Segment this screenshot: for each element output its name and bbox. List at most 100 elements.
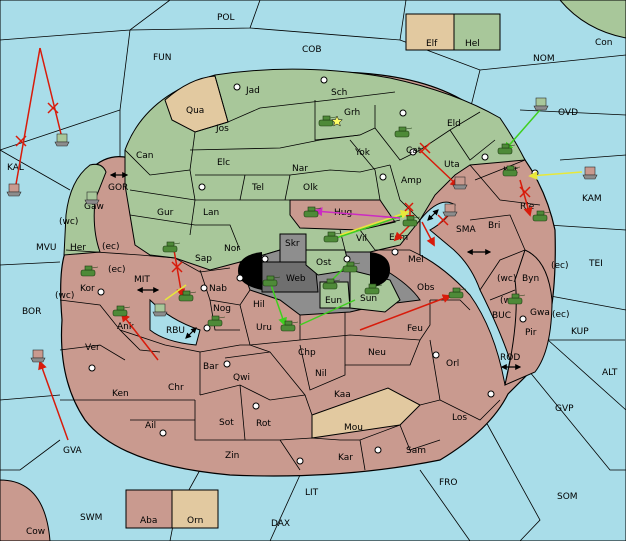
tank-icon xyxy=(207,315,226,327)
label-cat: Cat xyxy=(406,146,422,156)
label-skr: Skr xyxy=(285,239,300,249)
label-olk: Olk xyxy=(303,183,319,193)
label-mvu: MVU xyxy=(36,243,57,253)
label-rbu: RBU xyxy=(166,326,185,336)
label-obs: Obs xyxy=(417,283,435,293)
label-rod: ROD xyxy=(500,353,520,363)
coast-byn-wc: (wc) xyxy=(497,274,516,284)
ship-icon xyxy=(84,191,100,205)
label-ovd: OVD xyxy=(558,108,578,118)
coast-kor-wc: (wc) xyxy=(55,291,74,301)
label-mou: Mou xyxy=(344,423,363,433)
red-labels: Rie Bri Byn Mel Kor Nab Obs Gwa Pir Hil … xyxy=(26,202,550,537)
label-sun: Sun xyxy=(360,294,377,304)
label-nab: Nab xyxy=(209,284,227,294)
label-nar: Nar xyxy=(292,164,308,174)
land-hel[interactable] xyxy=(453,13,501,51)
label-bar: Bar xyxy=(203,362,219,372)
tank-icon xyxy=(402,215,421,227)
impassable-west xyxy=(238,252,262,290)
label-jos: Jos xyxy=(215,124,229,134)
ship-icon xyxy=(30,349,46,363)
tank-icon xyxy=(394,126,413,138)
land-mou[interactable] xyxy=(311,387,421,439)
tank-icon xyxy=(448,287,467,299)
label-can: Can xyxy=(136,151,154,161)
tank-icon xyxy=(262,275,281,287)
ship-icon xyxy=(582,166,598,180)
label-chp: Chp xyxy=(298,348,316,358)
label-ail: Ail xyxy=(145,421,156,431)
tank-icon xyxy=(532,210,551,222)
label-ost: Ost xyxy=(316,258,332,268)
label-con: Con xyxy=(595,38,613,48)
label-alt: ALT xyxy=(602,368,618,378)
label-amp: Amp xyxy=(401,176,422,186)
land-elf[interactable] xyxy=(405,13,455,51)
star-icon xyxy=(331,115,343,127)
label-fro: FRO xyxy=(439,478,458,488)
label-bor: BOR xyxy=(22,307,41,317)
label-uru: Uru xyxy=(256,323,272,333)
label-byn: Byn xyxy=(522,274,539,284)
tank-icon xyxy=(364,283,383,295)
land-orn[interactable] xyxy=(171,489,219,529)
label-tei: TEI xyxy=(588,259,603,269)
tank-icon xyxy=(178,290,197,302)
label-ver: Ver xyxy=(85,343,100,353)
west-peninsula-green xyxy=(63,163,107,256)
failure-marks xyxy=(15,102,531,273)
tank-icon xyxy=(497,143,516,155)
label-tel: Tel xyxy=(251,183,264,193)
label-qwi: Qwi xyxy=(233,373,250,383)
land-aba[interactable] xyxy=(125,489,173,529)
coast-her-wc: (wc) xyxy=(59,217,78,227)
tank-icon xyxy=(80,265,99,277)
label-ken: Ken xyxy=(112,389,129,399)
label-pir: Pir xyxy=(525,328,537,338)
label-hel: Hel xyxy=(465,39,480,49)
label-nom: NOM xyxy=(533,54,555,64)
label-kar: Kar xyxy=(338,453,353,463)
label-los: Los xyxy=(452,413,467,423)
label-sma: SMA xyxy=(456,225,476,235)
label-chr: Chr xyxy=(168,383,184,393)
label-nog: Nog xyxy=(213,304,231,314)
label-kaa: Kaa xyxy=(334,390,351,400)
label-sot: Sot xyxy=(219,418,234,428)
land-skr[interactable] xyxy=(279,233,307,263)
label-grh: Grh xyxy=(344,108,360,118)
label-cow: Cow xyxy=(26,527,45,537)
label-web: Web xyxy=(286,274,306,284)
label-cob: COB xyxy=(302,45,322,55)
order-arrows xyxy=(14,47,583,441)
passage-arrows xyxy=(109,172,522,370)
ship-icon xyxy=(152,303,168,317)
tan-labels: Qua Mou Orn Elf Con xyxy=(186,38,613,526)
label-esm: Esm xyxy=(389,233,408,243)
coast-gwa-ec: (ec) xyxy=(552,310,570,320)
label-orn: Orn xyxy=(187,516,203,526)
label-sap: Sap xyxy=(195,254,212,264)
label-fun: FUN xyxy=(153,53,172,63)
label-yok: Yok xyxy=(354,148,371,158)
impassable-east xyxy=(370,252,390,288)
label-nil: Nil xyxy=(315,369,327,379)
label-qua: Qua xyxy=(186,106,204,116)
tank-icon xyxy=(162,241,181,253)
label-buc: BUC xyxy=(492,311,511,321)
tank-icon xyxy=(322,278,341,290)
label-mit: MIT xyxy=(134,275,150,285)
tank-icon xyxy=(303,206,322,218)
label-nor: Nor xyxy=(224,244,240,254)
tank-icon xyxy=(502,165,521,177)
tank-icon xyxy=(323,231,342,243)
land-ost[interactable] xyxy=(305,249,351,276)
tank-icon xyxy=(318,115,337,127)
tank-icon xyxy=(112,305,131,317)
coast-kor-ec: (ec) xyxy=(108,265,126,275)
label-eld: Eld xyxy=(447,119,461,129)
army-units xyxy=(80,115,551,332)
label-kal: KAL xyxy=(7,163,24,173)
